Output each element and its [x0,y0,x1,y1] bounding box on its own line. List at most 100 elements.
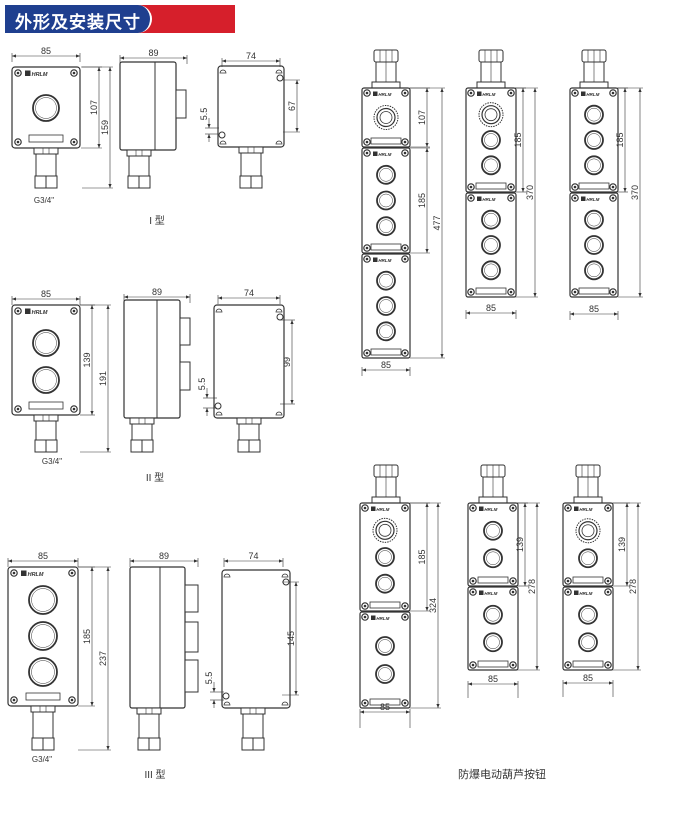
gland-body [32,711,54,739]
gland-base [371,81,401,89]
dimension-label: 89 [148,48,158,58]
dimension-label: 185 [615,132,625,147]
arrowhead [130,559,134,563]
dimension-label: 278 [527,579,537,594]
dimension-label: 185 [417,193,427,208]
screw-center [403,506,407,510]
enclosure-front [11,304,81,416]
push-button-rim [484,212,498,227]
screw-center [72,407,76,411]
screw-center [403,351,407,355]
brand-logo: HRLM [579,591,592,596]
pendant-caption: 防爆电动葫芦按钮 [458,767,546,781]
label-plate [572,660,604,668]
arrowhead [222,59,226,63]
screw-center [606,579,610,583]
hole-dimension: 5.5 [199,108,219,142]
emergency-stop-cap [484,108,498,122]
dimension-label: 99 [282,357,292,367]
back-view [213,304,285,419]
enclosure-back [213,304,285,419]
arrowhead [194,559,198,563]
push-button-rim [379,193,393,208]
label-plate [370,348,402,356]
arrowhead [212,700,216,704]
dimension-label: 185 [417,549,427,564]
thread-label: G3/4" [32,755,52,764]
emergency-stop-cap [378,523,392,537]
screw-center [70,571,74,575]
dimension-label: 85 [589,304,599,314]
label-plate [572,576,604,584]
arrowhead [76,297,80,301]
section-title: 外形及安装尺寸 [15,13,141,33]
dimension-label: 85 [41,289,51,299]
screw-center [403,701,407,705]
arrowhead [535,503,539,507]
dimension-label: 145 [286,631,296,646]
top-cable-gland [371,464,401,504]
arrowhead [279,559,283,563]
push-button-rim [379,299,393,313]
pendant-module: HRLM [465,192,517,298]
screw-center [403,615,407,619]
gland-base [240,707,266,715]
vertical-dimension: 185 [409,502,430,612]
push-button-rim [581,635,595,649]
arrowhead [108,67,112,71]
gland-base [579,81,609,89]
screw-center [611,185,615,189]
push-button-rim [378,576,392,591]
back-view [221,569,291,709]
arrowhead [425,88,429,92]
gland-body [128,155,150,177]
push-button-icon [28,657,58,687]
brand-logo: HRLM [378,92,391,97]
push-button-rim [378,639,392,653]
horizontal-dimension: 85 [562,673,614,697]
front-view: HRLM [7,566,79,707]
screw-center [70,698,74,702]
push-button-rim [484,133,498,147]
back-view [217,65,285,148]
type-label: III 型 [144,768,165,781]
arrowhead [90,567,94,571]
screw-center [469,185,473,189]
enclosure-side [123,299,181,419]
screw-center [12,698,16,702]
dimension-label: 85 [488,674,498,684]
dimension-label: 85 [583,673,593,683]
screw-center [16,71,20,75]
dimension-label: 278 [628,579,638,594]
dimension-label: 237 [98,651,108,666]
dimension-label: 5.5 [199,108,209,121]
pendant-module: HRLM [359,502,411,612]
logo-mark-icon [581,196,586,201]
vertical-dimension: 185 [409,147,430,254]
label-plate [25,692,61,701]
push-button-rim [379,219,393,233]
vertical-dimension: 99 [280,319,295,405]
dimension-label: 5.5 [204,672,214,685]
vertical-dimension: 324 [410,502,441,709]
screw-center [566,590,570,594]
push-button-rim [378,550,392,564]
arrowhead [638,88,642,92]
screw-center [363,701,367,705]
push-button-icon [32,94,60,122]
dimension-label: 107 [89,100,99,115]
arrowhead [406,368,410,372]
push-button-rim [587,107,601,122]
gland-body [35,153,57,177]
arrowhead [440,354,444,358]
gland-base [238,146,264,154]
label-plate [369,601,401,609]
mounting-slot-icon [281,701,289,706]
cable-gland [30,705,56,751]
dimension-label: 370 [630,185,640,200]
vertical-dimension: 477 [410,87,445,359]
arrowhead [523,582,527,586]
dimension-label: 89 [152,287,162,297]
logo-mark-icon [373,91,378,96]
